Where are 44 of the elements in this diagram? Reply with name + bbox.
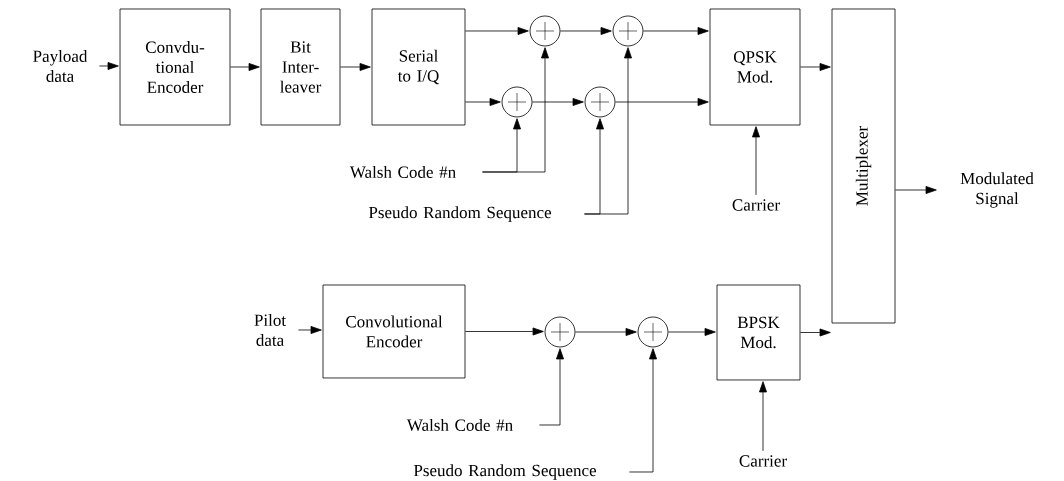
adder-circle [544,316,576,348]
block-box: BPSK Mod. [716,284,801,381]
block-box: Convdu- tional Encoder [119,8,231,126]
arrow [800,63,831,71]
arrow [560,27,612,35]
block-box: Serial to I/Q [371,8,466,126]
arrow [230,63,260,71]
signal-label: Payload data [33,50,88,82]
arrow [465,27,529,35]
adder-circle [637,316,669,348]
arrow [629,348,657,473]
adder-circle [529,15,561,47]
adder-circle [584,86,616,118]
arrow [800,328,831,337]
arrow [99,62,119,70]
signal-label: Pseudo Random Sequence [413,464,596,480]
arrow [465,98,501,106]
block-box: Convolutional Encoder [322,284,466,379]
arrow [895,186,937,194]
signal-label: Pseudo Random Sequence [368,206,551,222]
arrow [643,27,709,35]
arrow [752,126,760,196]
signal-label: Carrier [732,199,780,211]
adder-circle [612,15,644,47]
arrow [465,327,544,336]
signal-label: Pilot data [254,314,286,346]
signal-label: Carrier [739,455,787,467]
arrow [482,47,549,173]
arrow [759,381,767,452]
adder-circle [501,86,533,118]
arrow [340,63,371,71]
arrow [575,328,637,336]
signal-label: Modulated Signal [960,172,1034,208]
signal-label: Walsh Code #n [349,165,456,178]
arrow [668,328,716,336]
arrow [532,98,584,106]
arrow [615,98,709,106]
arrow [298,326,322,334]
block-box: QPSK Mod. [709,8,801,126]
multiplexer-box: Multiplexer [831,8,896,324]
arrow [584,47,632,215]
arrow [539,348,564,426]
signal-label: Walsh Code #n [406,418,513,431]
block-box: Bit Inter- leaver [260,8,341,126]
